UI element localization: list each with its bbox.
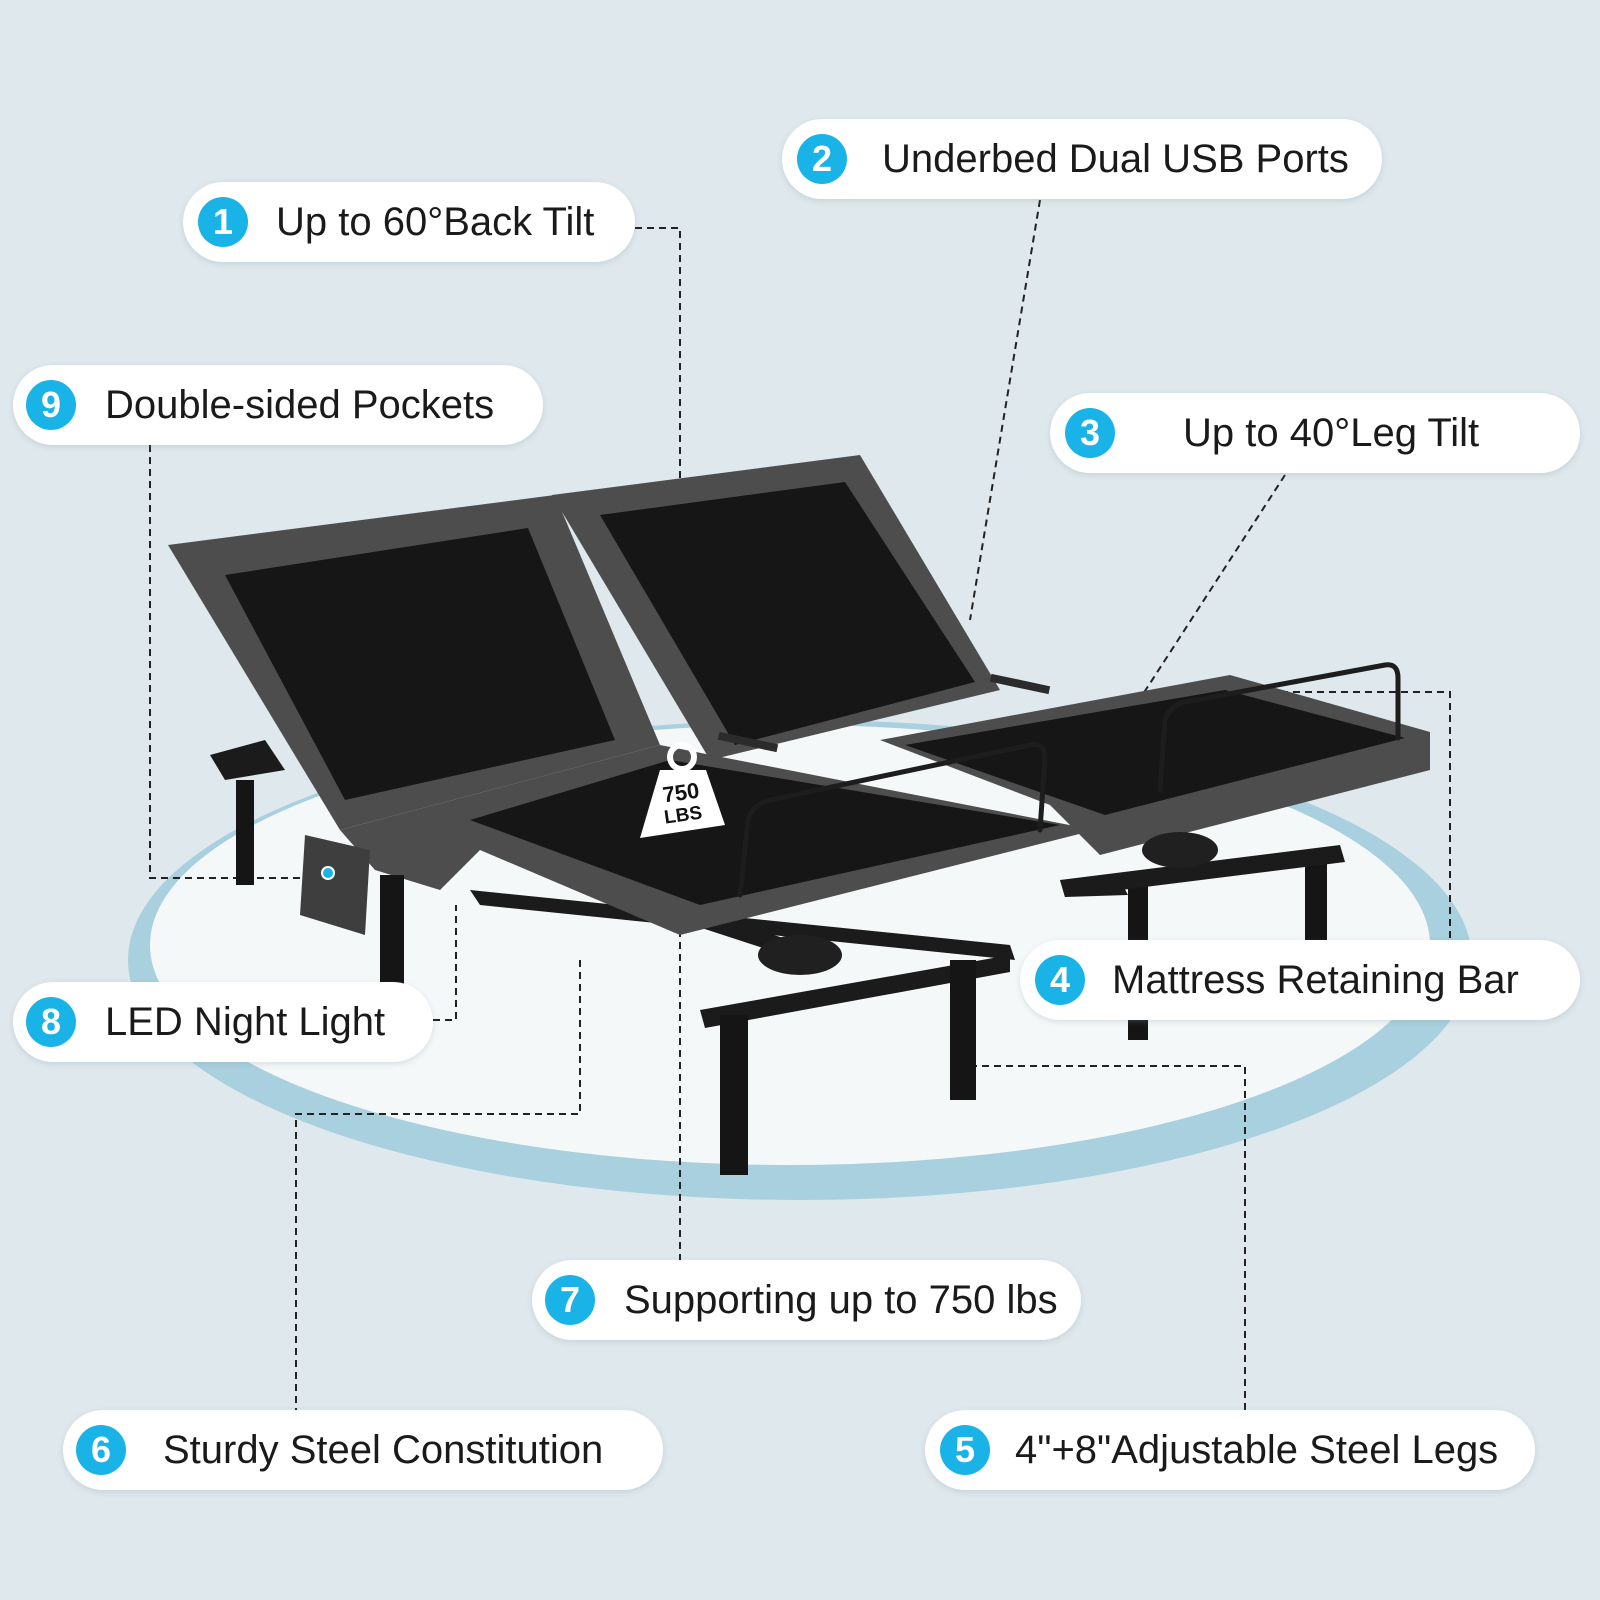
- callout-number-badge: 5: [940, 1425, 990, 1475]
- front-legs: [380, 875, 976, 1175]
- side-pocket: [300, 835, 370, 935]
- callout-number-badge: 2: [797, 134, 847, 184]
- callout-usb-ports: 2 Underbed Dual USB Ports: [782, 119, 1382, 199]
- callout-number-badge: 7: [545, 1275, 595, 1325]
- weight-tag-value: 750: [661, 778, 701, 808]
- callout-leg-tilt: 3 Up to 40°Leg Tilt: [1050, 393, 1580, 473]
- callout-label: 4"+8"Adjustable Steel Legs: [1015, 1428, 1499, 1472]
- callout-number-badge: 3: [1065, 408, 1115, 458]
- callout-label: Mattress Retaining Bar: [1112, 958, 1519, 1002]
- callout-number-badge: 1: [198, 197, 248, 247]
- callout-label: Double-sided Pockets: [105, 383, 495, 427]
- callout-number-badge: 4: [1035, 955, 1085, 1005]
- callout-number-badge: 6: [76, 1425, 126, 1475]
- callout-label: LED Night Light: [105, 1000, 386, 1044]
- callout-label: Underbed Dual USB Ports: [882, 137, 1349, 181]
- callout-number-badge: 8: [26, 997, 76, 1047]
- callout-weight-capacity: 7 Supporting up to 750 lbs: [532, 1260, 1081, 1340]
- callout-back-tilt: 1 Up to 60°Back Tilt: [183, 182, 635, 262]
- callout-retaining-bar: 4 Mattress Retaining Bar: [1020, 940, 1580, 1020]
- callout-label: Sturdy Steel Constitution: [163, 1428, 604, 1472]
- callout-steel-constitution: 6 Sturdy Steel Constitution: [63, 1410, 663, 1490]
- callout-label: Supporting up to 750 lbs: [624, 1278, 1058, 1322]
- callout-label: Up to 40°Leg Tilt: [1183, 411, 1480, 455]
- retaining-bars: [737, 662, 1401, 898]
- bed-base: [168, 455, 1430, 935]
- led-dot: [321, 866, 335, 880]
- weight-tag-icon: 750 LBS: [640, 742, 725, 838]
- callout-label: Up to 60°Back Tilt: [276, 200, 595, 244]
- callout-pockets: 9 Double-sided Pockets: [13, 365, 543, 445]
- weight-tag-unit: LBS: [663, 803, 704, 829]
- callout-number-badge: 9: [26, 380, 76, 430]
- callout-steel-legs: 5 4"+8"Adjustable Steel Legs: [925, 1410, 1535, 1490]
- motors: [758, 832, 1218, 975]
- callout-night-light: 8 LED Night Light: [13, 982, 433, 1062]
